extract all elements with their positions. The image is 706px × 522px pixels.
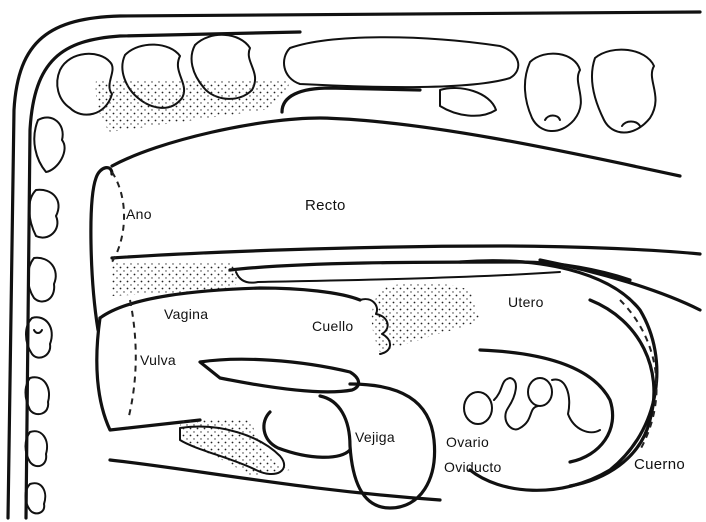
- ovary-2: [528, 378, 552, 406]
- label-ano: Ano: [126, 206, 152, 222]
- anus-boundary: [112, 172, 124, 262]
- vulva-boundary: [128, 300, 136, 420]
- rectum-lower-wall: [112, 246, 700, 258]
- label-cuello: Cuello: [312, 318, 354, 334]
- label-vejiga: Vejiga: [355, 429, 395, 445]
- oviduct-2: [552, 379, 600, 432]
- label-utero: Utero: [508, 294, 544, 310]
- label-recto: Recto: [305, 197, 346, 214]
- bladder-inner: [264, 412, 350, 457]
- rectum-inner-curve: [282, 88, 420, 112]
- vulva-lower-wall: [97, 318, 200, 430]
- label-vulva: Vulva: [140, 352, 176, 368]
- cervix-tissue: [372, 283, 480, 353]
- anus: [91, 168, 112, 330]
- uterus-lower-wall: [480, 350, 613, 462]
- label-vagina: Vagina: [164, 306, 208, 322]
- vagina-inner-line: [236, 272, 560, 283]
- label-oviducto: Oviducto: [444, 459, 502, 475]
- rectum-outline: [112, 118, 680, 176]
- oviduct: [494, 378, 538, 429]
- label-ovario: Ovario: [446, 434, 489, 450]
- label-cuerno: Cuerno: [634, 456, 685, 473]
- ovary: [464, 392, 492, 424]
- urethra: [200, 359, 359, 392]
- tail-vertebrae: [26, 117, 65, 513]
- uterus-outline: [460, 261, 657, 491]
